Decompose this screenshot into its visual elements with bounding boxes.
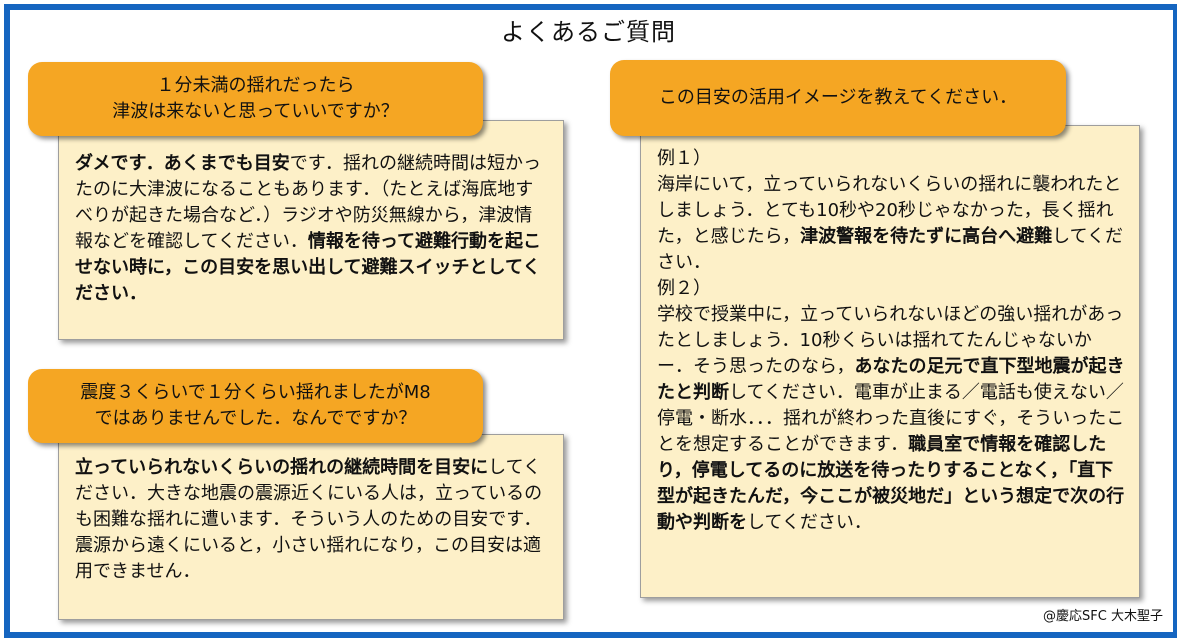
faq1-question-line-2: 津波は来ないと思っていいですか？	[112, 101, 399, 122]
faq1-answer-bold-1: ダメです．あくまでも目安	[75, 153, 290, 174]
faq3-example-2-label: 例２）	[657, 278, 711, 299]
faq3-example-1-text-1: 海岸にいて，立っていられないくらいの揺れに襲われたとしましょう．とても10秒や2…	[657, 174, 1122, 247]
faq3-question: この目安の活用イメージを教えてください．	[610, 60, 1066, 136]
faq3-example-1-label: 例１）	[657, 148, 711, 169]
faq3-example-1-text-2: してください．	[657, 226, 1124, 273]
faq2-question-line-1: 震度３くらいで１分くらい揺れましたがM8	[80, 382, 431, 403]
page-title: よくあるご質問	[501, 18, 676, 46]
faq1-answer: ダメです．あくまでも目安です．揺れの継続時間は短かったのに大津波になることもあり…	[75, 151, 549, 307]
faq3-example-2-bold-2: 職員室で情報を確認したり，停電してるのに放送を待ったりすることなく，「直下型が起…	[657, 434, 1125, 533]
author-credit: @慶応SFC 大木聖子	[1043, 609, 1163, 624]
faq2-answer: 立っていられないくらいの揺れの継続時間を目安にしてください．大きな地震の震源近く…	[75, 455, 549, 585]
faq3-example-1: 海岸にいて，立っていられないくらいの揺れに襲われたとしましょう．とても10秒や2…	[657, 172, 1125, 276]
faq3-answer-box: 例１） 海岸にいて，立っていられないくらいの揺れに襲われたとしましょう．とても1…	[640, 125, 1140, 598]
faq1-question-line-1: １分未満の揺れだったら	[156, 75, 355, 96]
faq1-answer-box: ダメです．あくまでも目安です．揺れの継続時間は短かったのに大津波になることもあり…	[58, 120, 564, 340]
faq1-answer-text-1: です．揺れの継続時間は短かったのに大津波になることもあります．（たとえば海底地す…	[75, 153, 542, 252]
faq3-example-2-text-3: してください．	[747, 512, 872, 533]
faq1-answer-bold-2: 情報を待って避難行動を起こせない時に，この目安を思い出して避難スイッチとしてくだ…	[75, 231, 542, 304]
faq2-answer-box: 立っていられないくらいの揺れの継続時間を目安にしてください．大きな地震の震源近く…	[58, 434, 564, 620]
page-frame	[4, 4, 1177, 638]
faq2-answer-text-1: してください．大きな地震の震源近くにいる人は，立っているのも困難な揺れに遭います…	[75, 457, 543, 582]
faq2-question: 震度３くらいで１分くらい揺れましたがM8 ではありませんでした．なんでですか？	[28, 369, 483, 443]
faq3-example-1-bold-1: 津波警報を待たずに高台へ避難	[800, 226, 1053, 247]
faq2-answer-bold-1: 立っていられないくらいの揺れの継続時間を目安に	[75, 457, 489, 478]
faq2-question-line-2: ではありませんでした．なんでですか？	[94, 408, 417, 429]
faq1-question: １分未満の揺れだったら津波は来ないと思っていいですか？	[28, 62, 483, 136]
faq3-example-2-text-1: 学校で授業中に，立っていられないほどの強い揺れがあったとしましょう．10秒くらい…	[657, 304, 1124, 377]
faq3-question-text: この目安の活用イメージを教えてください．	[658, 87, 1018, 108]
faq3-example-2-bold-1: あなたの足元で直下型地震が起きたと判断	[657, 356, 1125, 403]
faq3-example-2: 学校で授業中に，立っていられないほどの強い揺れがあったとしましょう．10秒くらい…	[657, 302, 1125, 536]
faq3-example-2-text-2: してください．電車が止まる／電話も使えない／停電・断水．．．揺れが終わった直後に…	[657, 382, 1125, 455]
